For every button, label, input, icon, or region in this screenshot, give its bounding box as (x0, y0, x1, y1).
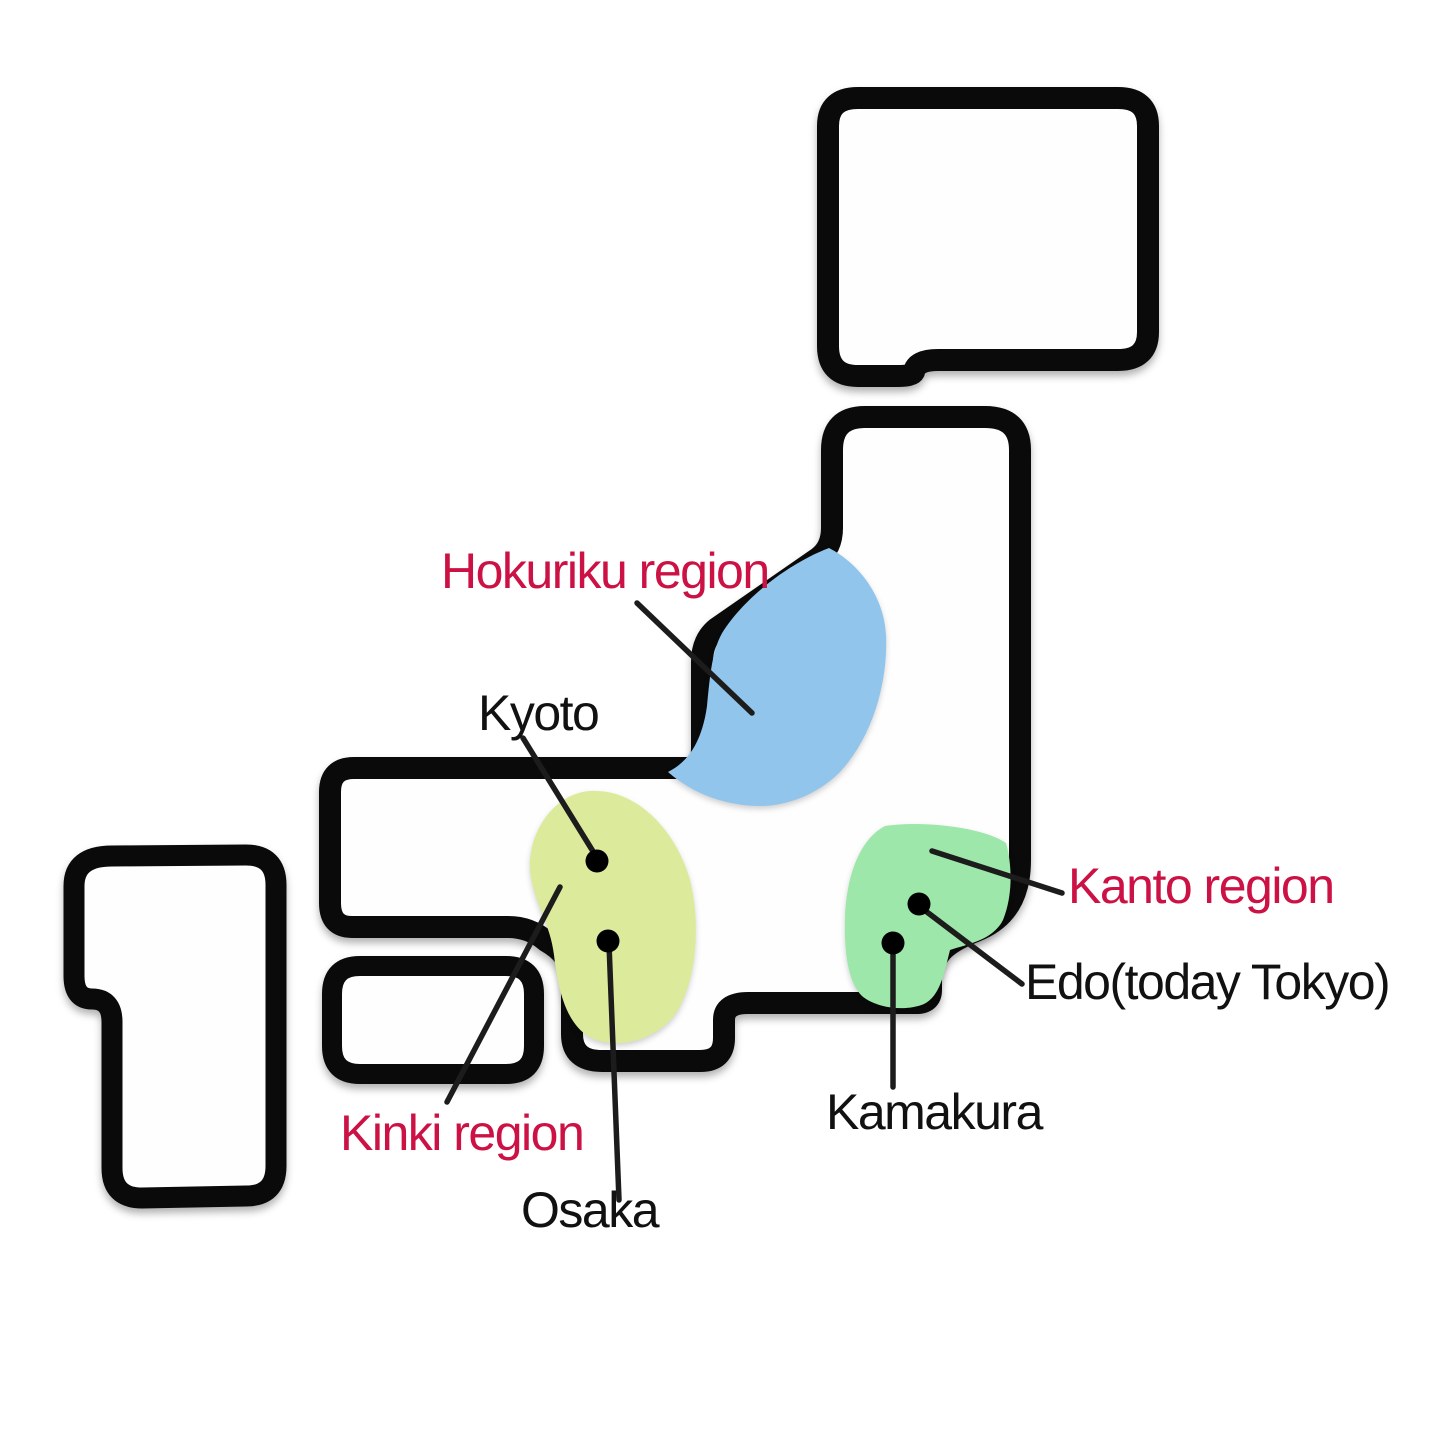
label-kinki-region: Kinki region (340, 1105, 585, 1161)
region-kanto (844, 823, 1011, 1009)
label-kanto-region: Kanto region (1068, 858, 1335, 914)
leader-lines (444, 600, 1065, 1203)
island-shikoku (322, 956, 544, 1084)
city-dot-edo (907, 892, 931, 916)
region-hokuriku (668, 548, 887, 806)
region-kinki (529, 790, 696, 1044)
island-hokkaido (817, 87, 1159, 387)
label-kyoto: Kyoto (478, 685, 600, 741)
leader-line-kinki (444, 884, 563, 1105)
city-dot-osaka (596, 929, 620, 953)
city-dot-kyoto (585, 849, 609, 873)
leader-line-osaka (606, 941, 622, 1203)
region-overlays (529, 548, 1011, 1044)
label-kamakura: Kamakura (826, 1084, 1043, 1140)
label-osaka: Osaka (521, 1182, 660, 1238)
leader-line-hokuriku (634, 600, 755, 716)
island-kyushu (63, 844, 287, 1209)
city-dot-kamakura (881, 931, 905, 955)
city-dots (585, 849, 931, 955)
leader-line-kyoto (520, 735, 597, 856)
leader-line-edo (916, 903, 1025, 987)
label-hokuriku-region: Hokuriku region (441, 543, 770, 599)
label-edo: Edo(today Tokyo) (1025, 954, 1391, 1010)
leader-line-kanto (929, 848, 1065, 896)
